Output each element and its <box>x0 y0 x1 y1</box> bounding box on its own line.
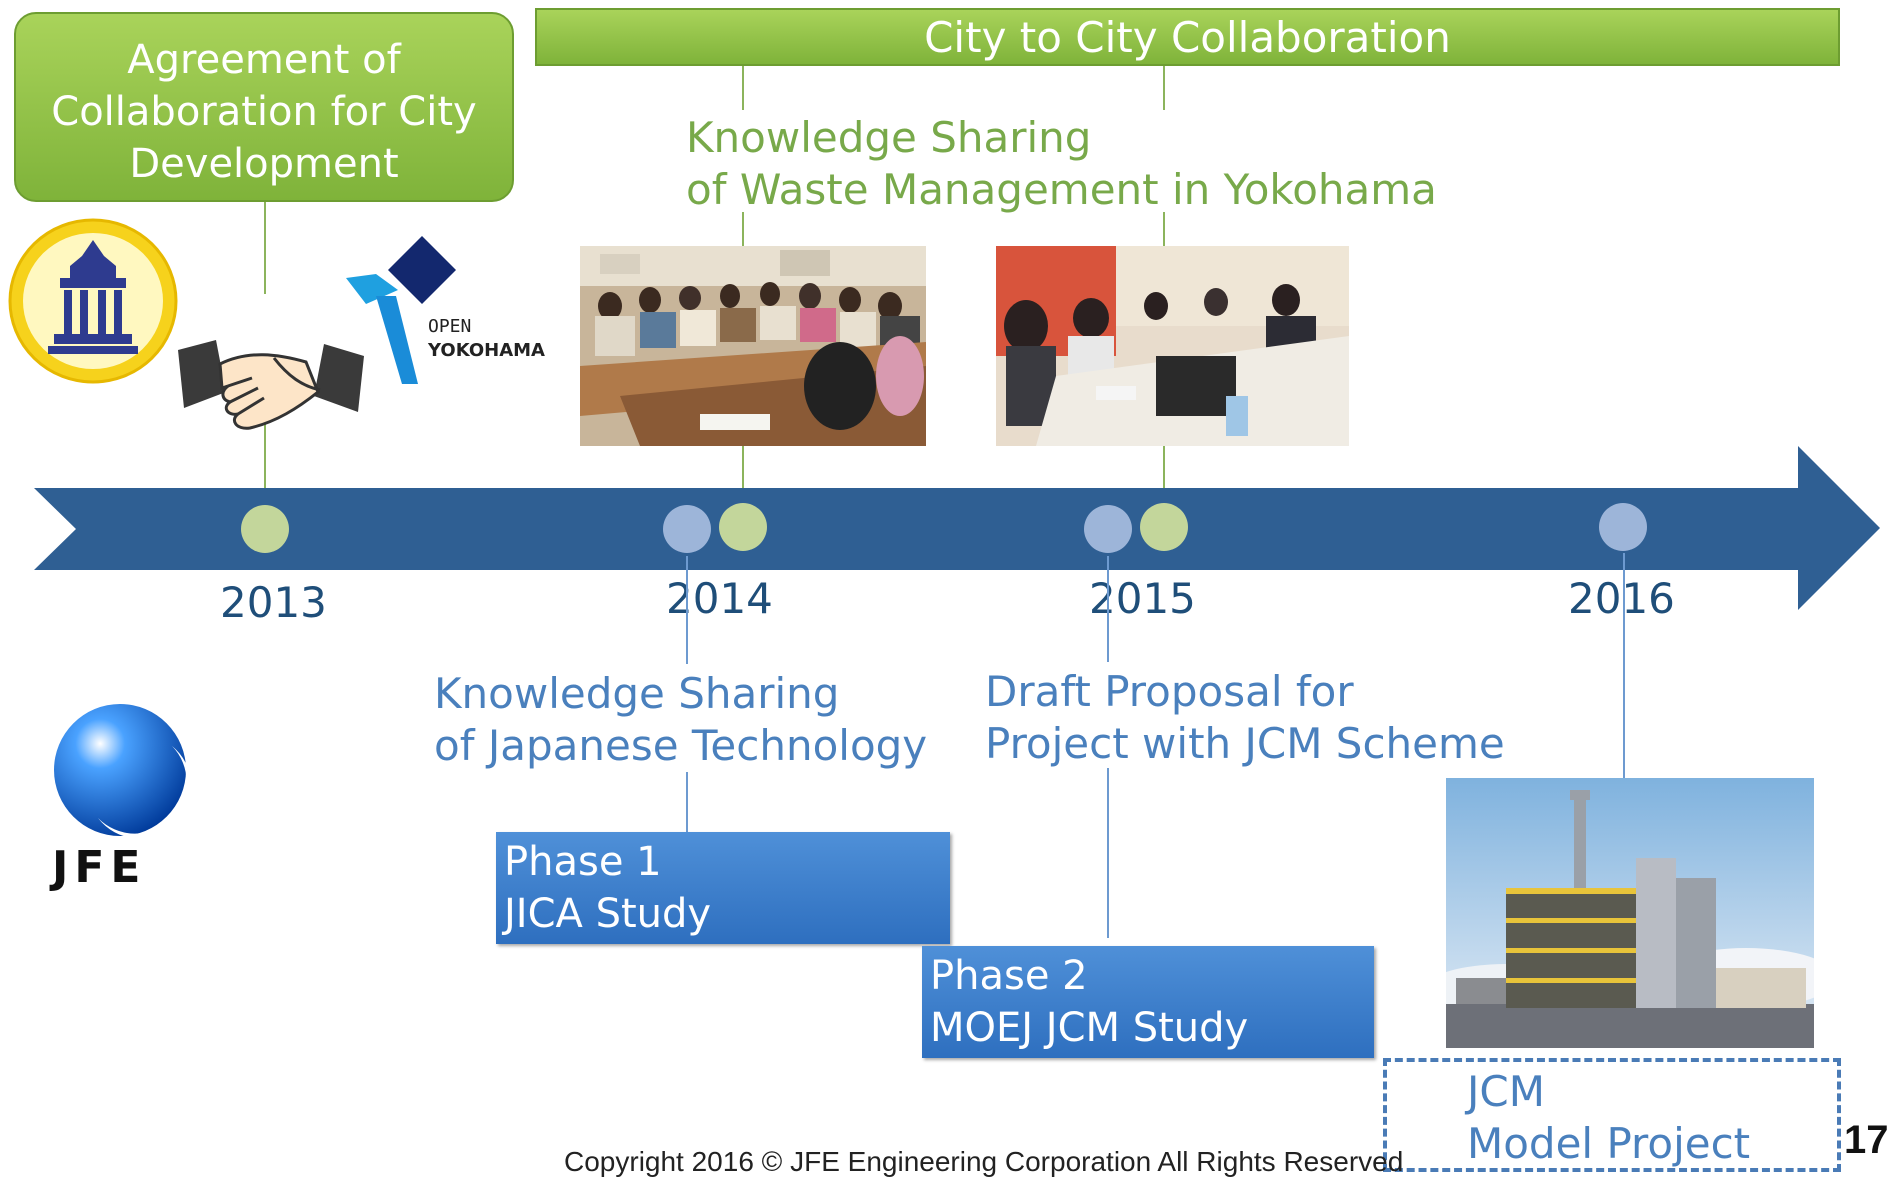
year-label-2015: 2015 <box>1089 574 1196 623</box>
city-to-city-banner: City to City Collaboration <box>535 8 1840 66</box>
phase1-box: Phase 1 JICA Study <box>496 832 950 944</box>
jcm-model-project-box: JCM Model Project <box>1383 1058 1841 1172</box>
dot-2013-green <box>241 505 289 553</box>
handshake-icon <box>178 336 364 440</box>
jfe-wordmark: JFE <box>52 842 147 893</box>
page-number: 17 <box>1844 1118 1888 1162</box>
connector-2014-low <box>742 445 744 500</box>
connector-2015-low <box>1163 445 1165 500</box>
connector-2015-top <box>1163 66 1165 110</box>
connector-draft-up <box>1107 556 1109 662</box>
open-yokohama-open-text: OPEN <box>428 316 472 337</box>
waste-management-sharing-text: Knowledge Sharing of Waste Management in… <box>686 113 1437 214</box>
dot-2014-green <box>719 503 767 551</box>
connector-draft-down <box>1107 768 1109 938</box>
open-yokohama-logo: OPEN YOKOHAMA <box>346 234 546 384</box>
connector-2016 <box>1623 553 1625 778</box>
connector-2014-top <box>742 66 744 110</box>
plant-rendering-image <box>1446 778 1814 1048</box>
meeting-photo-2015 <box>996 246 1349 446</box>
connector-tech-up <box>686 556 688 664</box>
meeting-photo-2014 <box>580 246 926 446</box>
connector-tech-down <box>686 772 688 832</box>
year-label-2013: 2013 <box>220 578 327 627</box>
agreement-box: Agreement of Collaboration for City Deve… <box>14 12 514 202</box>
draft-proposal-text: Draft Proposal for Project with JCM Sche… <box>985 667 1505 768</box>
timeline-arrow <box>34 446 1888 620</box>
year-label-2016: 2016 <box>1568 574 1675 623</box>
dot-2015-green <box>1140 503 1188 551</box>
connector-2015-mid <box>1163 212 1165 248</box>
japanese-technology-sharing-text: Knowledge Sharing of Japanese Technology <box>434 669 928 770</box>
connector-agreement <box>264 202 266 294</box>
dot-2016-blue <box>1599 503 1647 551</box>
open-yokohama-yokohama-text: YOKOHAMA <box>428 340 545 361</box>
bbmp-seal-logo <box>8 218 178 388</box>
phase2-box: Phase 2 MOEJ JCM Study <box>922 946 1374 1058</box>
jfe-logo: JFE <box>52 700 192 893</box>
connector-2014-mid <box>742 212 744 248</box>
dot-2015-blue <box>1084 505 1132 553</box>
connector-agreement-lower <box>264 410 266 500</box>
year-label-2014: 2014 <box>666 574 773 623</box>
copyright-footer: Copyright 2016 © JFE Engineering Corpora… <box>564 1146 1404 1177</box>
dot-2014-blue <box>663 505 711 553</box>
